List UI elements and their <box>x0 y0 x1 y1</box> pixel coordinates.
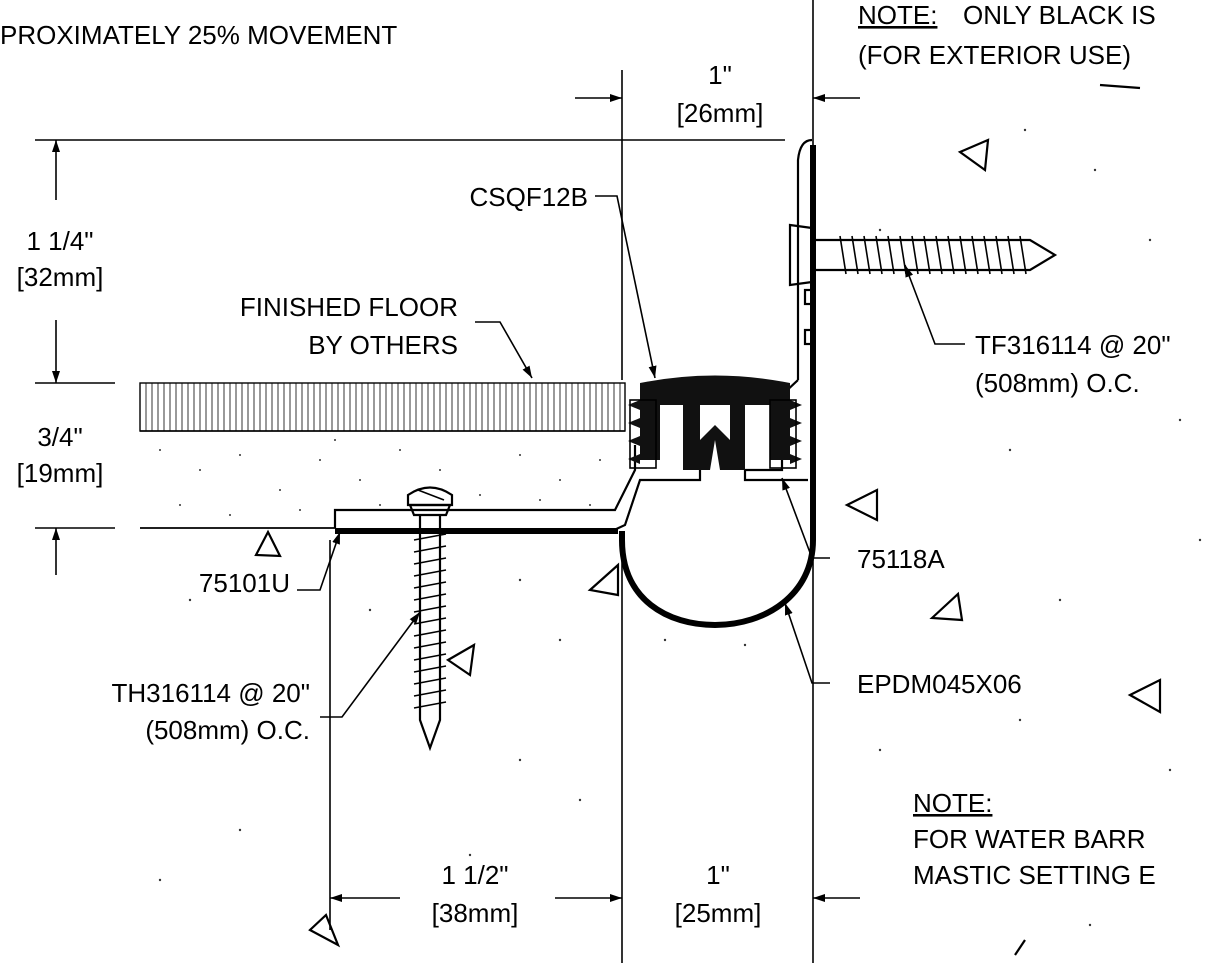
dim-upper-height-value: 1 1/4" <box>26 226 93 256</box>
dim-floor-height-value: 3/4" <box>37 422 82 452</box>
callout-floor-line1: FINISHED FLOOR <box>240 292 458 322</box>
screw-tf-threads <box>839 235 1027 275</box>
callout-screw-left-line2: (508mm) O.C. <box>145 715 310 745</box>
wall-angle-75118a <box>743 138 816 500</box>
dim-upper-height-metric: [32mm] <box>17 262 104 292</box>
dim-bottom-right-value: 1" <box>706 860 730 890</box>
bottom-note-heading: NOTE: <box>913 788 992 818</box>
bottom-note-line1: FOR WATER BARR <box>913 824 1146 854</box>
finished-floor-hatch <box>139 382 626 432</box>
top-note-heading: NOTE: <box>858 0 937 30</box>
dim-floor-height-metric: [19mm] <box>17 458 104 488</box>
leader-lines <box>297 195 965 718</box>
callout-screw-right-line1: TF316114 @ 20" <box>975 330 1171 360</box>
dim-bottom-right-metric: [25mm] <box>675 898 762 928</box>
dim-bottom-left-value: 1 1/2" <box>441 860 508 890</box>
top-note-line1: ONLY BLACK IS <box>963 0 1156 30</box>
screw-tf316114 <box>788 223 1058 287</box>
dimension-lines <box>35 0 860 930</box>
screw-th-threads <box>413 533 447 709</box>
movement-note: PROXIMATELY 25% MOVEMENT <box>0 20 397 50</box>
screw-th316114 <box>406 486 454 752</box>
callout-screw-left-line1: TH316114 @ 20" <box>112 678 310 708</box>
setting-bed <box>140 431 625 528</box>
concrete-aggregate-marks <box>254 83 1162 956</box>
top-note-line2: (FOR EXTERIOR USE) <box>858 40 1131 70</box>
callout-screw-right-line2: (508mm) O.C. <box>975 368 1140 398</box>
dim-bottom-left-metric: [38mm] <box>432 898 519 928</box>
concrete-speckles <box>158 128 1202 927</box>
dim-top-width-metric: [26mm] <box>677 98 764 128</box>
callout-wall-angle: 75118A <box>857 544 945 574</box>
epdm-bulb-seal <box>619 500 816 628</box>
cover-csqf12b <box>628 375 802 470</box>
callout-seal: EPDM045X06 <box>857 669 1022 699</box>
dim-top-width-value: 1" <box>708 60 732 90</box>
callout-cover: CSQF12B <box>470 182 589 212</box>
bottom-note-line2: MASTIC SETTING E <box>913 860 1156 890</box>
finished-floor <box>139 382 626 529</box>
callout-floor-line2: BY OTHERS <box>308 330 458 360</box>
callout-base-angle: 75101U <box>199 568 290 598</box>
setting-bed-speckles <box>159 439 601 516</box>
